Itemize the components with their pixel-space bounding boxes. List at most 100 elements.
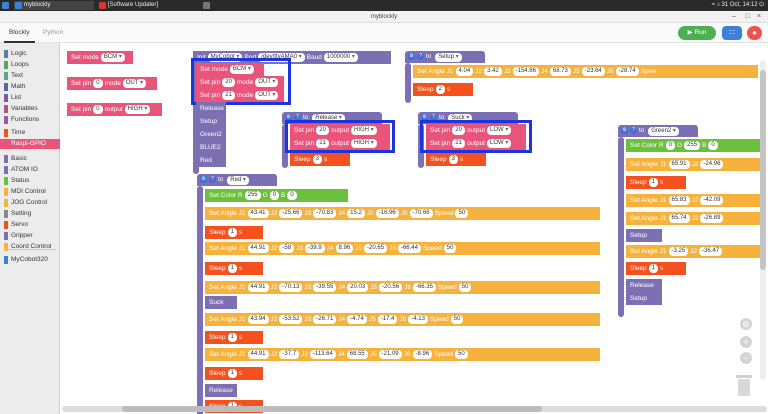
number-field[interactable]: -70.66 bbox=[409, 209, 433, 218]
toolbox-category-time[interactable]: Time bbox=[0, 128, 60, 138]
seconds-field[interactable]: 1 bbox=[648, 264, 658, 273]
toolbox-category-jog-control[interactable]: JOG Control bbox=[0, 198, 60, 208]
number-field[interactable]: -37.7 bbox=[279, 350, 300, 359]
number-field[interactable]: 0 bbox=[665, 141, 675, 150]
toolbox-category-status[interactable]: Status bbox=[0, 176, 60, 186]
number-field[interactable]: -66.44 bbox=[397, 244, 421, 253]
speed-field[interactable]: 50 bbox=[450, 315, 464, 324]
number-field[interactable]: 255 bbox=[684, 141, 701, 150]
toolbox-category-functions[interactable]: Functions bbox=[0, 115, 60, 125]
gear-icon[interactable]: ⚙ bbox=[200, 175, 207, 183]
menu-grid-button[interactable]: ∷ bbox=[722, 26, 742, 40]
call-red-block[interactable]: Red bbox=[196, 154, 226, 167]
number-field[interactable]: 44.91 bbox=[247, 244, 269, 253]
number-field[interactable]: -8.96 bbox=[412, 350, 433, 359]
workspace-horizontal-scrollbar[interactable] bbox=[62, 406, 767, 412]
number-field[interactable]: -26.71 bbox=[313, 315, 337, 324]
number-field[interactable]: -154.86 bbox=[512, 67, 539, 76]
number-field[interactable]: 0 bbox=[287, 191, 297, 200]
number-field[interactable]: -23.64 bbox=[581, 67, 605, 76]
seconds-field[interactable]: 1 bbox=[227, 228, 237, 237]
speed-field[interactable]: 50 bbox=[458, 283, 472, 292]
procedure-name-field[interactable]: Suck bbox=[448, 114, 473, 123]
toolbox-category-basic[interactable]: Basic bbox=[0, 154, 60, 164]
close-icon[interactable]: × bbox=[757, 13, 762, 20]
call-green2-block[interactable]: Green2 bbox=[196, 128, 226, 141]
number-field[interactable]: 68.55 bbox=[346, 350, 368, 359]
gear-icon[interactable]: ⚙ bbox=[285, 113, 292, 121]
pin-field[interactable]: 0 bbox=[93, 105, 103, 114]
number-field[interactable]: -4.74 bbox=[347, 315, 367, 324]
number-field[interactable]: -70.83 bbox=[313, 209, 337, 218]
output-dropdown[interactable]: LOW bbox=[487, 139, 512, 148]
call-suck-block[interactable]: Suck bbox=[205, 296, 237, 309]
speed-field[interactable]: 50 bbox=[455, 209, 469, 218]
number-field[interactable]: 0 bbox=[708, 141, 718, 150]
pin-field[interactable]: 21 bbox=[452, 139, 465, 148]
number-field[interactable]: 65.91 bbox=[668, 160, 690, 169]
call-blue2-block[interactable]: BLUE2 bbox=[196, 141, 226, 154]
number-field[interactable]: -39.9 bbox=[304, 244, 325, 253]
toolbox-category-raspi-gpio[interactable]: Raspi-GPIO bbox=[0, 139, 60, 149]
toolbox-category-list[interactable]: List bbox=[0, 93, 60, 103]
help-icon[interactable]: ? bbox=[430, 113, 437, 121]
maximize-icon[interactable]: □ bbox=[745, 13, 750, 20]
device-dropdown[interactable]: MyCobot bbox=[207, 53, 243, 62]
help-icon[interactable]: ? bbox=[417, 52, 424, 60]
procedure-setup-hat[interactable]: ⚙?to Setup bbox=[405, 51, 485, 63]
speed-field[interactable]: 50 bbox=[443, 244, 457, 253]
number-field[interactable]: -21.09 bbox=[378, 350, 402, 359]
number-field[interactable]: -53.52 bbox=[279, 315, 303, 324]
taskbar-item-empty[interactable] bbox=[202, 1, 282, 10]
procedure-name-field[interactable]: Setup bbox=[435, 53, 462, 62]
number-field[interactable]: 65.83 bbox=[668, 196, 690, 205]
number-field[interactable]: -24.96 bbox=[700, 160, 724, 169]
gear-icon[interactable]: ⚙ bbox=[421, 113, 428, 121]
toolbox-category-loops[interactable]: Loops bbox=[0, 60, 60, 70]
help-icon[interactable]: ? bbox=[209, 175, 216, 183]
number-field[interactable]: -42.09 bbox=[700, 196, 724, 205]
speed-field[interactable]: 50 bbox=[455, 350, 468, 359]
volume-icon[interactable]: ♪ bbox=[716, 2, 720, 8]
zoom-reset-icon[interactable]: ⊕ bbox=[740, 318, 752, 330]
pin-field[interactable]: 20 bbox=[452, 126, 465, 135]
help-icon[interactable]: ? bbox=[630, 126, 637, 134]
output-dropdown[interactable]: LOW bbox=[487, 126, 512, 135]
toolbox-category-coord-control[interactable]: Coord Control bbox=[0, 242, 60, 252]
number-field[interactable]: -3.25 bbox=[668, 247, 689, 256]
output-dropdown[interactable]: HIGH bbox=[351, 126, 377, 135]
seconds-field[interactable]: 2 bbox=[435, 85, 445, 94]
power-icon[interactable]: ⏻ bbox=[759, 2, 764, 8]
call-release-block[interactable]: Release bbox=[196, 102, 226, 115]
seconds-field[interactable]: 1 bbox=[648, 178, 658, 187]
toolbox-category-text[interactable]: Text bbox=[0, 71, 60, 81]
number-field[interactable]: -70.13 bbox=[279, 283, 303, 292]
seconds-field[interactable]: 1 bbox=[227, 333, 237, 342]
mode-dropdown[interactable]: OUT bbox=[255, 91, 279, 100]
mode-dropdown[interactable]: OUT bbox=[122, 79, 147, 88]
tab-blockly[interactable]: Blockly bbox=[4, 23, 35, 43]
number-field[interactable]: -4.13 bbox=[408, 315, 428, 324]
number-field[interactable]: 255 bbox=[244, 191, 261, 200]
number-field[interactable]: 43.94 bbox=[247, 315, 269, 324]
scroll-thumb[interactable] bbox=[760, 70, 766, 270]
zoom-in-icon[interactable]: + bbox=[740, 336, 752, 348]
output-dropdown[interactable]: HIGH bbox=[124, 105, 151, 114]
pin-field[interactable]: 0 bbox=[93, 79, 103, 88]
